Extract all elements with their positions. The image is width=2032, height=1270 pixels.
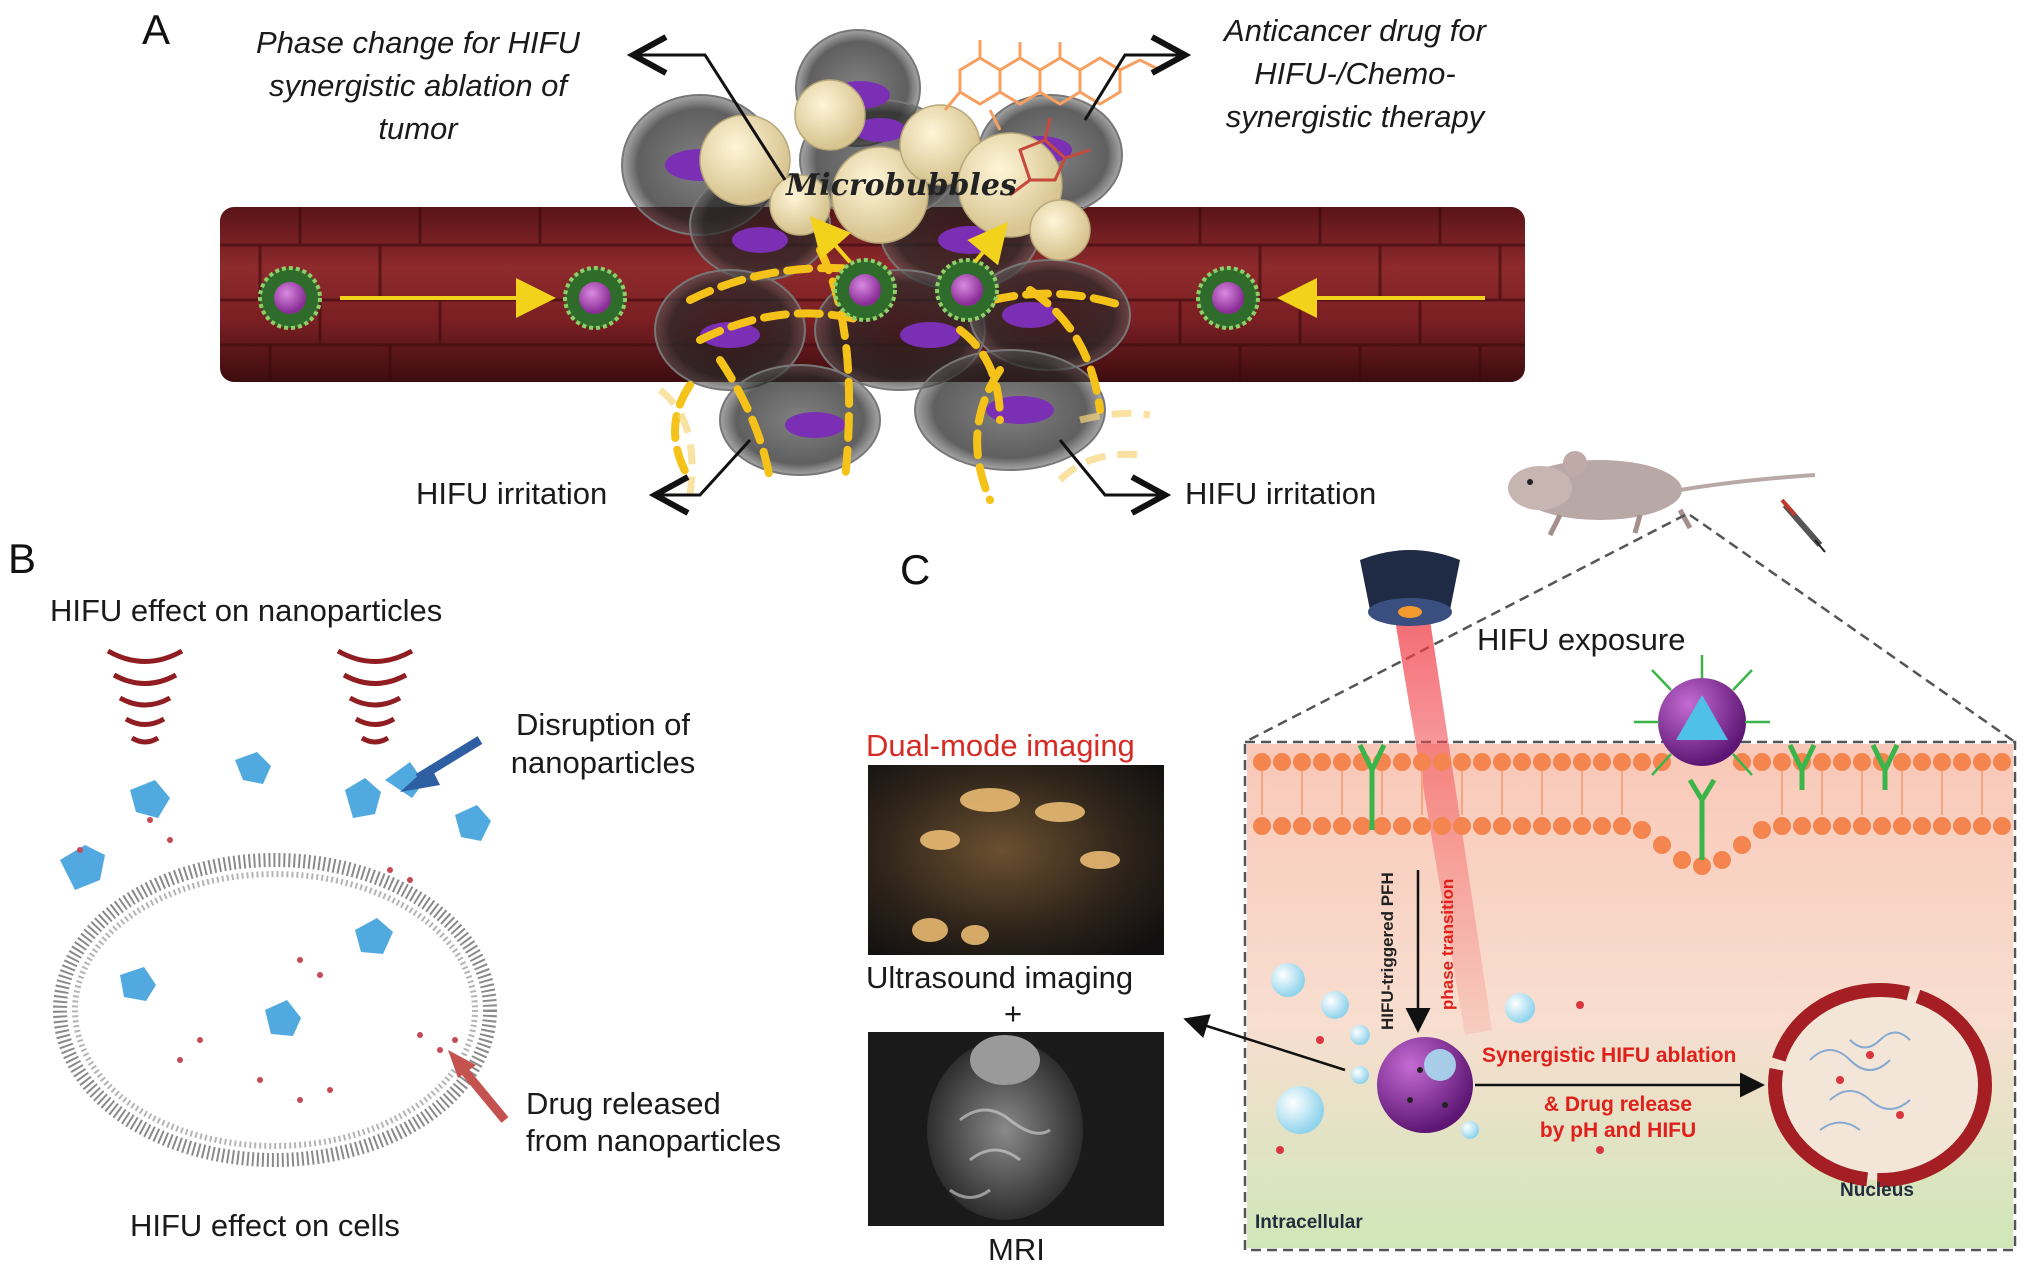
synergistic-label: Synergistic HIFU ablation [1482,1044,1737,1067]
hifu-triggered-pfh-label: HIFU-triggered PFH [1378,872,1397,1030]
plus-label: + [1004,996,1023,1031]
drug-release-arrow [448,1050,509,1123]
drug-release-label: & Drug release by pH and HIFU [1539,1093,1697,1143]
targeted-nanoparticle [1634,655,1770,776]
mri-image [868,1032,1164,1226]
water-bubbles [1271,963,1535,1139]
mouse-icon [1508,451,1816,537]
nucleus-label: Nucleus [1840,1180,1914,1201]
hifu-irritation-left: HIFU irritation [416,476,608,511]
phase-change-label: Phase change for HIFU synergistic ablati… [256,25,580,146]
microbubbles [699,79,1091,261]
lipid-bilayer [1253,753,2011,875]
disruption-label: Disruption of nanoparticles [510,707,696,780]
hifu-cells-label: HIFU effect on cells [130,1208,400,1243]
ultrasound-image [868,765,1164,955]
microbubbles-label: Microbubbles [786,168,1017,203]
callout-arrows-a [633,55,1185,495]
nanoparticle-fragments [60,752,491,1036]
pfh-nanoparticle [1377,1037,1473,1133]
disruption-arrow [400,736,483,792]
hifu-nanoparticles-title: HIFU effect on nanoparticles [50,593,443,628]
hifu-irritation-right: HIFU irritation [1185,476,1377,511]
process-arrows-c [1183,870,1765,1098]
mri-label: MRI [988,1232,1045,1267]
phase-transition-label: phase transition [1438,878,1457,1010]
anticancer-label: Anticancer drug for HIFU-/Chemo- synergi… [1224,13,1486,134]
magnified-region-outline [1243,513,2017,1252]
hifu-irradiation-faint [657,387,1151,496]
nanoparticles-vessel [258,258,1260,330]
cell-membrane-ring [53,853,497,1167]
panel-a-letter: A [142,6,171,53]
dual-mode-label: Dual-mode imaging [866,728,1135,763]
flow-arrows-yellow [340,215,1485,318]
hifu-exposure-label: HIFU exposure [1477,622,1686,657]
drug-molecule [943,40,1161,197]
intracellular-label: Intracellular [1255,1212,1363,1233]
panel-b-letter: B [8,535,37,582]
ultrasound-label: Ultrasound imaging [866,960,1134,995]
nucleus-shape [1768,983,1992,1187]
drug-released-label: Drug released from nanoparticles [526,1086,782,1159]
hifu-transducer-icon [1360,550,1460,626]
syringe-icon [1780,498,1826,553]
hifu-wave-icon [106,648,414,745]
receptors [1357,743,1900,860]
drug-dots [77,817,458,1103]
panel-c-letter: C [900,546,931,593]
